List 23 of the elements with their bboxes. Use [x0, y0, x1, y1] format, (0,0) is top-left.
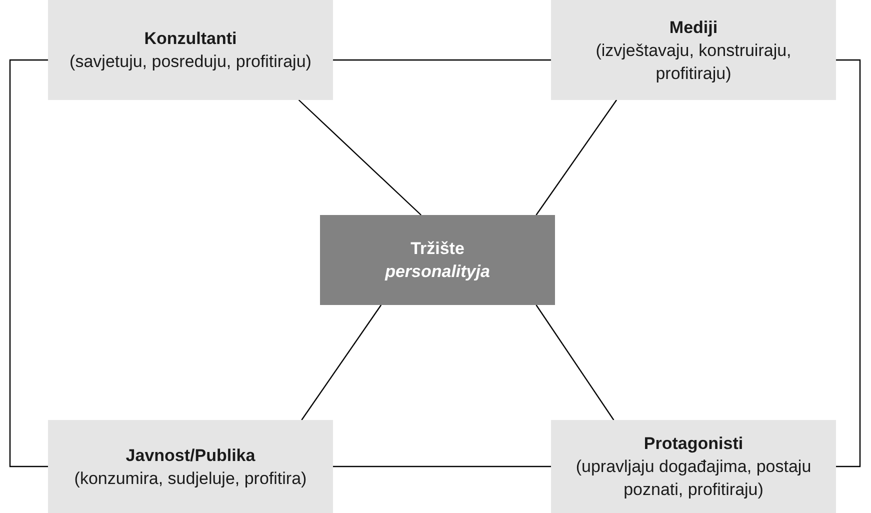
heading: Mediji	[669, 16, 718, 38]
heading: Tržište	[410, 238, 464, 260]
description: (izvještavaju, konstruiraju, profitiraju)	[594, 40, 792, 84]
heading: Javnost/Publika	[126, 444, 256, 466]
connector-line	[298, 100, 422, 216]
connector-line	[536, 100, 618, 216]
subheading: personalityja	[385, 261, 490, 283]
connector-line	[301, 304, 382, 420]
actor-box	[48, 420, 333, 513]
connector-line	[333, 466, 551, 468]
connector-line	[536, 304, 614, 420]
connector-line	[9, 59, 48, 468]
heading: Konzultanti	[144, 28, 237, 50]
description: (savjetuju, posreduju, profitiraju)	[70, 51, 312, 73]
description: (upravljaju događajima, postaju poznati, profitiraju)	[574, 456, 812, 501]
actor-box	[48, 0, 333, 100]
actor-box	[551, 420, 836, 513]
actor-box	[551, 0, 836, 100]
description: (konzumira, sudjeluje, profitira)	[74, 468, 307, 490]
connector-line	[333, 59, 551, 61]
heading: Protagonisti	[644, 433, 744, 455]
center-box	[320, 215, 555, 305]
connector-line	[836, 59, 861, 468]
